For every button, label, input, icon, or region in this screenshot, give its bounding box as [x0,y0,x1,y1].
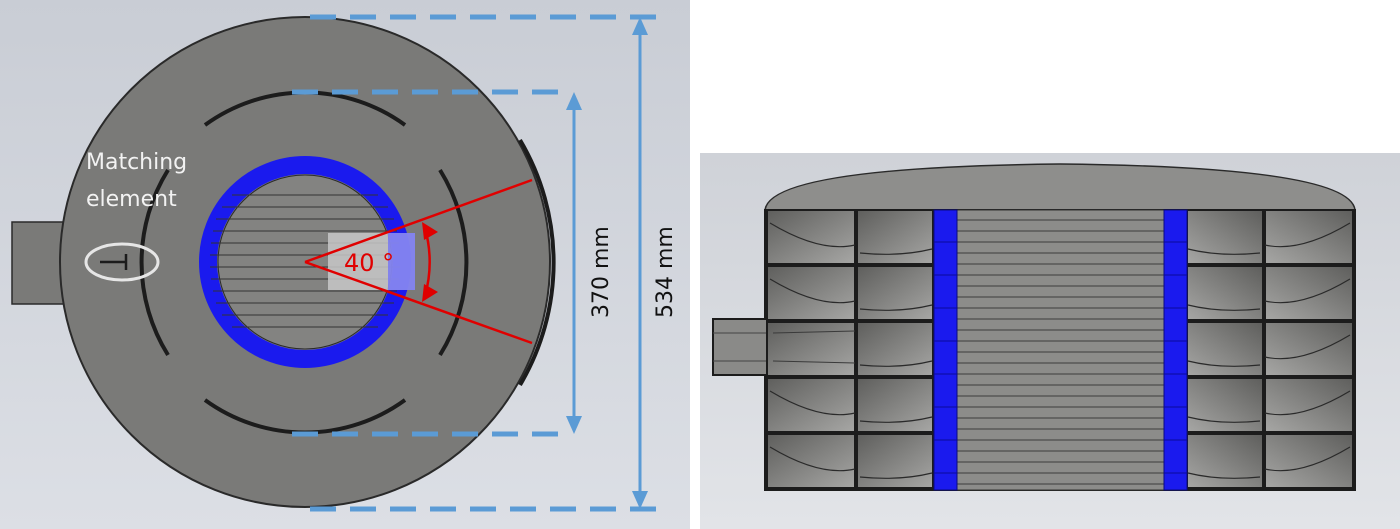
top-view-panel: 40 ° Matching element 370 mm 534 mm [0,0,690,529]
dimension-extension-lines [292,14,656,512]
cavity-cell [1186,377,1264,433]
cavity-cell [1264,265,1354,321]
cavity-cell [766,265,856,321]
central-core [956,209,1165,491]
side-view-panel [700,153,1400,529]
cavity-cell [1264,433,1354,489]
feed-stub-lines [713,332,773,362]
cavity-cell [1186,321,1264,377]
ring-highlight [388,233,415,290]
slot-arc-left [139,168,170,357]
angle-label: 40 ° [344,249,394,277]
cavity-cell [856,433,934,489]
cavity-cell [766,433,856,489]
cavity-cell [766,209,856,265]
cavity-cells-left [766,209,934,489]
cavity-cell [1264,321,1354,377]
slot-arc-right-inner [438,168,469,357]
cavity-cell [1264,209,1354,265]
top-cap [764,163,1356,211]
central-core-layers [957,219,1164,485]
dimension-label-outer: 534 mm [653,226,678,318]
dimension-arrow-outer [632,17,648,509]
matching-element-label-line2: element [86,187,177,212]
angle-arrow-bottom [422,284,438,302]
matching-element-marker [84,242,160,282]
cavity-cell [856,377,934,433]
dimension-arrow-inner [566,92,582,434]
cavity-cell [856,265,934,321]
slot-arc-right-outer [518,138,556,387]
top-view-drawing: 40 ° Matching element 370 mm 534 mm [11,14,678,512]
cell-curves [769,222,1351,479]
angle-arrow-top [422,222,438,240]
side-feed-stub [712,318,774,376]
matching-element-label-line1: Matching [86,150,187,175]
feed-coupling-lines [772,330,856,364]
cavity-cell [1264,377,1354,433]
cavity-cell [856,321,934,377]
cavity-cell [766,321,856,377]
dielectric-columns [933,209,1188,491]
dielectric-column-lines [934,241,1187,474]
cavity-cell [1186,209,1264,265]
cavity-cells-right [1186,209,1354,489]
cavity-cell [1186,433,1264,489]
side-view-drawing [712,163,1356,491]
cavity-cell [856,209,934,265]
dielectric-column-right [1163,209,1188,491]
cavity-cell [766,377,856,433]
dimension-label-inner: 370 mm [589,226,614,318]
dielectric-column-left [933,209,958,491]
cavity-cell [1186,265,1264,321]
